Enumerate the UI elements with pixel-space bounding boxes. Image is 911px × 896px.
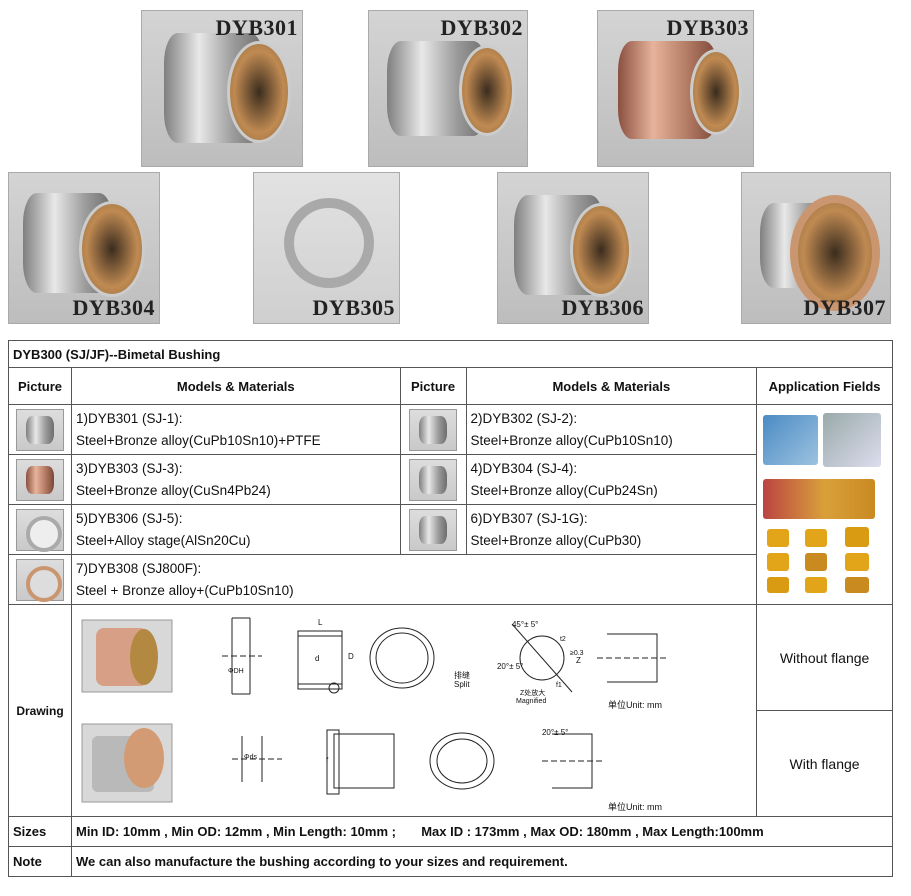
model-material: Steel+Bronze alloy(CuPb10Sn10)+PTFE (75, 432, 321, 448)
drawing-svg (81, 617, 667, 802)
thumb-cell (8, 554, 72, 605)
model-material: Steel+Bronze alloy(CuPb10Sn10) (470, 432, 673, 448)
col-header-application: Application Fields (756, 367, 893, 405)
angle-20: 20°± 5° (496, 661, 524, 671)
sizes-cell: Min ID: 10mm , Min OD: 12mm , Min Length… (70, 816, 894, 847)
sizes-label: Sizes (8, 816, 72, 847)
with-flange-label: With flange (756, 710, 893, 817)
dim-L: L (317, 617, 323, 627)
application-images (757, 407, 892, 603)
sizes-min: Min ID: 10mm , Min OD: 12mm , Min Length… (75, 824, 396, 839)
table-title: DYB300 (SJ/JF)--Bimetal Bushing (8, 340, 893, 368)
unit-label: 单位Unit: mm (607, 801, 662, 812)
dim-D: D (347, 651, 354, 661)
note-text: We can also manufacture the bushing acco… (70, 846, 894, 877)
col-header-models: Models & Materials (465, 367, 758, 405)
product-photo-dyb307: DYB307 (741, 172, 891, 324)
thumb-cell (399, 404, 467, 455)
model-material: Steel+Bronze alloy(CuSn4Pb24) (75, 482, 271, 498)
without-flange-label: Without flange (756, 604, 893, 711)
model-material: Steel + Bronze alloy+(CuPb10Sn10) (75, 582, 294, 598)
product-thumbnail (409, 408, 458, 451)
thumb-cell (8, 404, 72, 455)
zoom-label: Z处放大 (519, 689, 546, 697)
product-thumbnail (409, 458, 458, 501)
product-photo-dyb306: DYB306 (497, 172, 649, 324)
split-cn-label: 排缝 (453, 670, 470, 680)
technical-drawing: d D L ΦDH 45°± 5° 20°± 5° t2 ≥0.3 f1 排缝 … (72, 606, 756, 816)
application-fields-cell (756, 404, 893, 605)
thumb-cell (399, 504, 467, 555)
dim-f1: f1 (555, 681, 562, 689)
thumb-cell (8, 454, 72, 505)
dim-03: ≥0.3 (569, 649, 584, 657)
product-thumbnail (15, 508, 64, 552)
photo-label: DYB303 (666, 15, 749, 40)
product-thumbnail (15, 558, 64, 602)
dim-ds: Φds (243, 753, 257, 761)
model-material: Steel+Alloy stage(AlSn20Cu) (75, 532, 251, 548)
model-material: Steel+Bronze alloy(CuPb30) (470, 532, 642, 548)
dim-d: d (314, 653, 320, 663)
photo-label: DYB301 (215, 15, 298, 40)
spec-table: DYB300 (SJ/JF)--Bimetal Bushing Picture … (8, 340, 894, 877)
product-photo-dyb303: DYB303 (597, 10, 754, 167)
drawing-label: Drawing (8, 604, 72, 817)
product-photo-dyb301: DYB301 (141, 10, 303, 167)
col-header-picture: Picture (399, 367, 467, 405)
photo-label: DYB304 (72, 295, 155, 320)
model-name: 4)DYB304 (SJ-4): (470, 460, 578, 476)
model-name: 7)DYB308 (SJ800F): (75, 560, 202, 576)
product-thumbnail (15, 458, 64, 501)
col-header-models: Models & Materials (70, 367, 401, 405)
dim-dh: ΦDH (227, 667, 244, 675)
model-material: Steel+Bronze alloy(CuPb24Sn) (470, 482, 658, 498)
sizes-max: Max ID : 173mm , Max OD: 180mm , Max Len… (421, 824, 764, 839)
angle-45: 45°± 5° (511, 619, 539, 629)
photo-label: DYB305 (312, 295, 395, 320)
product-thumbnail (409, 508, 458, 551)
magnified-label: Magnified (515, 697, 547, 705)
model-name: 6)DYB307 (SJ-1G): (470, 510, 588, 526)
model-name: 1)DYB301 (SJ-1): (75, 410, 183, 426)
dim-t2: t2 (559, 635, 566, 643)
photo-label: DYB302 (440, 15, 523, 40)
product-photo-dyb305: DYB305 (253, 172, 400, 324)
photo-label: DYB306 (561, 295, 644, 320)
model-name: 5)DYB306 (SJ-5): (75, 510, 183, 526)
product-thumbnail (15, 408, 64, 451)
note-label: Note (8, 846, 72, 877)
thumb-cell (399, 454, 467, 505)
thumb-cell (8, 504, 72, 555)
angle-20: 20°± 5° (541, 727, 569, 737)
photo-label: DYB307 (803, 295, 886, 320)
drawing-cell: d D L ΦDH 45°± 5° 20°± 5° t2 ≥0.3 f1 排缝 … (70, 604, 758, 817)
product-photo-dyb304: DYB304 (8, 172, 160, 324)
col-header-picture: Picture (8, 367, 72, 405)
dim-f: f (325, 755, 329, 765)
product-photo-dyb302: DYB302 (368, 10, 528, 167)
split-label: Split (453, 679, 470, 689)
unit-label: 单位Unit: mm (607, 699, 662, 710)
z-label: Z (575, 655, 581, 665)
model-name: 3)DYB303 (SJ-3): (75, 460, 183, 476)
model-name: 2)DYB302 (SJ-2): (470, 410, 578, 426)
